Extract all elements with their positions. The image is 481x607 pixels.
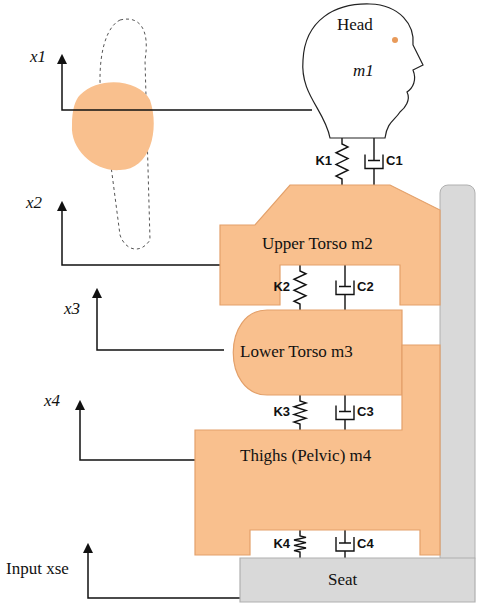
head-mass: Head m1 xyxy=(295,0,430,140)
stiffness-label: K3 xyxy=(273,405,290,419)
damper-symbol xyxy=(365,138,383,185)
body-blob xyxy=(72,82,154,170)
eye xyxy=(392,37,398,43)
segment-label: Seat xyxy=(328,571,357,590)
input-label: Input xse xyxy=(6,560,69,579)
damping-label: C1 xyxy=(386,154,403,168)
displacement-arrow xyxy=(62,56,312,110)
segment-label: Head xyxy=(337,16,373,35)
damper-symbol xyxy=(336,530,354,558)
spring-symbol xyxy=(294,265,306,310)
segment-outline xyxy=(303,4,423,138)
displacement-arrow xyxy=(80,402,195,460)
displacement-arrow xyxy=(62,203,222,265)
displacement-label: x2 xyxy=(26,194,42,213)
segment-outline xyxy=(240,558,475,602)
displacement-label: x1 xyxy=(30,48,46,67)
stiffness-label: K1 xyxy=(315,154,332,168)
displacement-arrow xyxy=(97,290,224,350)
upper-torso-mass: Upper Torso m2 xyxy=(220,185,440,305)
segment-outline xyxy=(195,345,440,555)
stiffness-label: K2 xyxy=(273,280,290,294)
thighs-mass: Thighs (Pelvic) m4 xyxy=(195,345,440,555)
displacement-label: x3 xyxy=(64,300,80,319)
mass-symbol: m1 xyxy=(353,62,374,81)
damping-label: C3 xyxy=(357,405,374,419)
spring-symbol xyxy=(336,138,348,185)
damper-symbol xyxy=(336,395,354,430)
seat-back xyxy=(440,185,475,565)
damping-label: C2 xyxy=(357,280,374,294)
spring-symbol xyxy=(294,530,306,558)
segment-label: Thighs (Pelvic) m4 xyxy=(240,447,371,466)
segment-outline xyxy=(220,185,440,305)
stiffness-label: K4 xyxy=(273,537,290,551)
lower-torso-mass: Lower Torso m3 xyxy=(222,310,402,395)
body-segment-shape xyxy=(240,558,475,602)
spring-symbol xyxy=(294,395,306,430)
segment-label: Upper Torso m2 xyxy=(262,235,373,254)
damper-symbol xyxy=(336,265,354,310)
displacement-label: x4 xyxy=(44,392,60,411)
segment-label: Lower Torso m3 xyxy=(240,343,353,362)
seat-base: Seat xyxy=(240,558,475,602)
damping-label: C4 xyxy=(357,537,374,551)
segment-outline xyxy=(233,310,402,395)
